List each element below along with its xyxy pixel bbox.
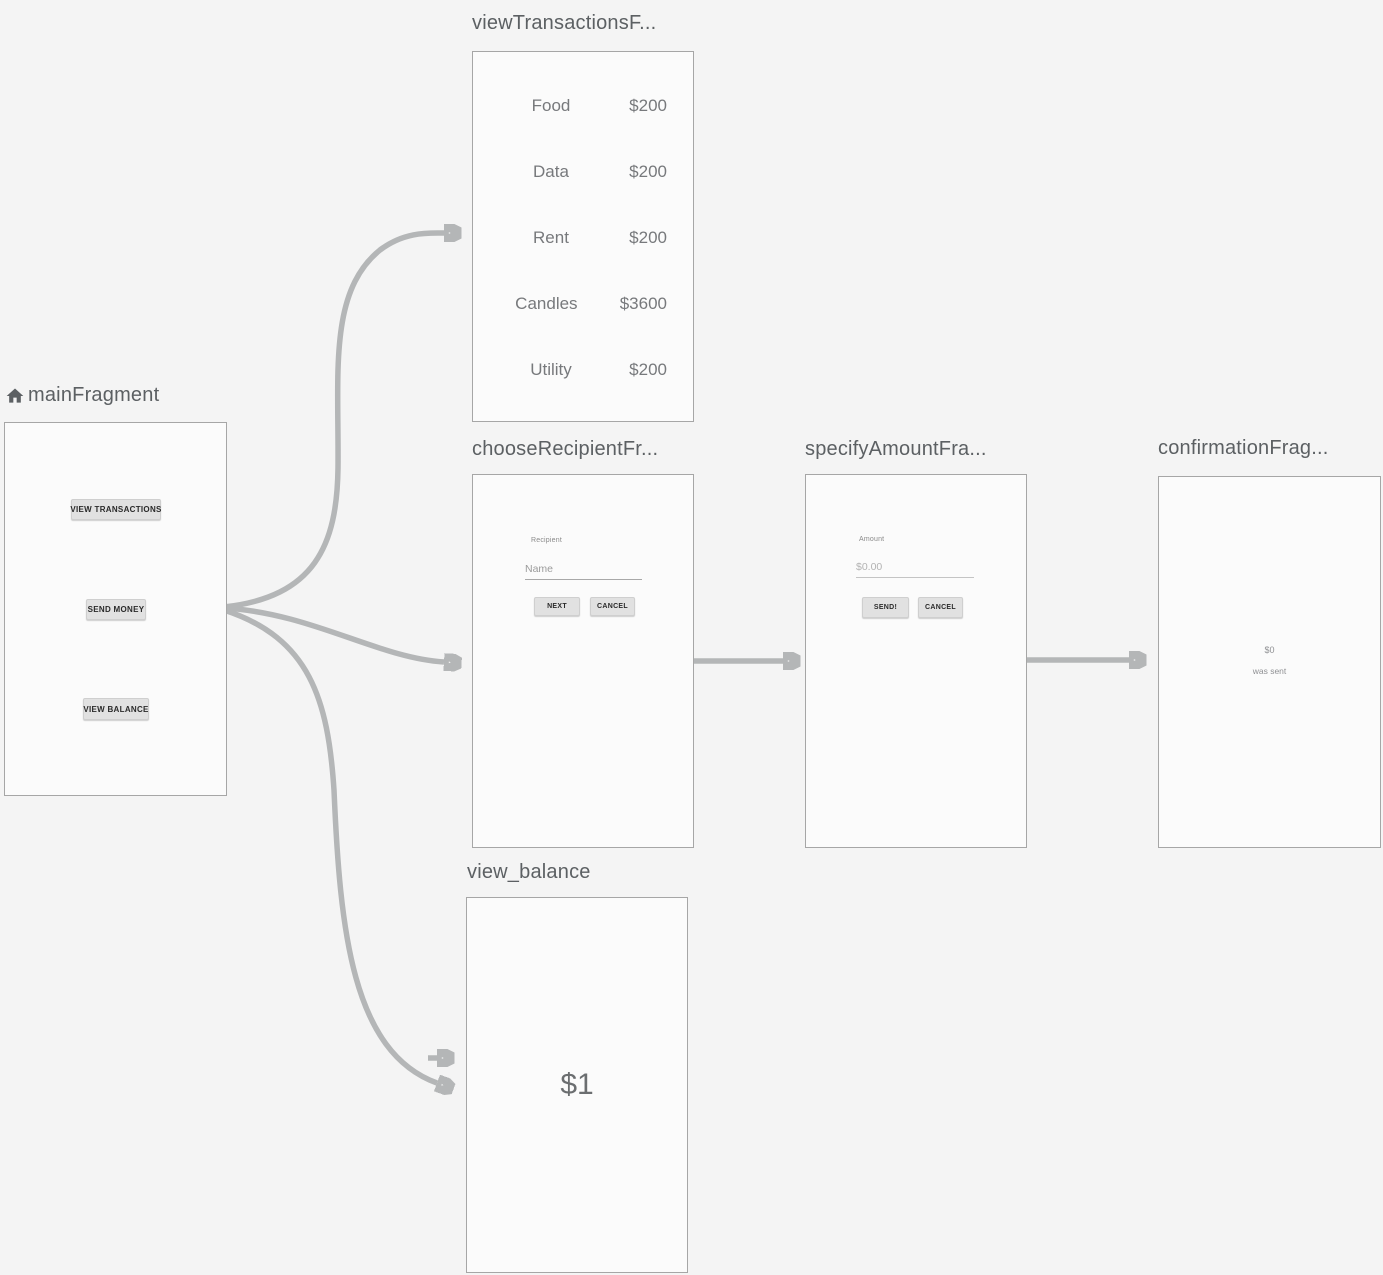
- transaction-row: Data $200: [473, 139, 693, 205]
- transaction-label: Rent: [533, 228, 569, 247]
- transactions-list: Food $200 Data $200 Rent $200 Candles $3…: [473, 52, 693, 423]
- amount-field-label: Amount: [859, 536, 885, 543]
- choose-recipient-fragment-panel[interactable]: Recipient Name NEXT CANCEL: [472, 474, 694, 848]
- choose-recipient-fragment-title: chooseRecipientFr...: [472, 438, 659, 460]
- main-fragment-panel[interactable]: VIEW TRANSACTIONS SEND MONEY VIEW BALANC…: [4, 422, 227, 796]
- recipient-name-input: Name: [525, 563, 554, 575]
- transaction-label: Utility: [530, 360, 572, 379]
- transaction-amount: $200: [629, 162, 667, 181]
- view-transactions-fragment-title: viewTransactionsF...: [472, 12, 657, 34]
- view-balance-fragment-title: view_balance: [467, 861, 591, 883]
- transaction-amount: $3600: [619, 294, 667, 313]
- amount-input: $0.00: [856, 561, 883, 573]
- next-button: NEXT: [534, 597, 580, 616]
- transaction-label: Candles: [515, 294, 578, 313]
- send-money-button: SEND MONEY: [86, 599, 146, 620]
- view-balance-button: VIEW BALANCE: [83, 698, 149, 720]
- specify-amount-fragment-panel[interactable]: Amount $0.00 SEND! CANCEL: [805, 474, 1027, 848]
- transaction-label: Data: [533, 162, 569, 181]
- confirmation-caption-text: was sent: [1252, 666, 1287, 676]
- balance-amount-text: $1: [560, 1068, 594, 1101]
- transaction-row: Rent $200: [473, 205, 693, 271]
- edge-main-to-view-balance[interactable]: [223, 607, 437, 1083]
- home-icon: [5, 386, 25, 406]
- recipient-input-underline: [525, 579, 642, 580]
- send-button: SEND!: [862, 597, 909, 618]
- edge-main-to-choose-recipient[interactable]: [223, 605, 444, 662]
- transaction-amount: $200: [629, 228, 667, 247]
- view-transactions-button: VIEW TRANSACTIONS: [70, 499, 161, 520]
- main-fragment-title: mainFragment: [5, 384, 159, 407]
- cancel-button: CANCEL: [590, 597, 635, 616]
- transaction-row: Candles $3600: [473, 271, 693, 337]
- view-transactions-fragment-panel[interactable]: Food $200 Data $200 Rent $200 Candles $3…: [472, 51, 694, 422]
- transaction-label: Food: [531, 96, 571, 115]
- confirmation-amount-text: $0: [1264, 645, 1275, 655]
- cancel-button: CANCEL: [918, 597, 963, 618]
- confirmation-fragment-panel[interactable]: $0 was sent: [1158, 476, 1381, 848]
- confirmation-fragment-title: confirmationFrag...: [1158, 437, 1329, 459]
- specify-amount-fragment-title: specifyAmountFra...: [805, 438, 987, 460]
- recipient-field-label: Recipient: [531, 537, 562, 544]
- main-fragment-title-label: mainFragment: [28, 384, 160, 406]
- transaction-row: Utility $200: [473, 337, 693, 403]
- transaction-row: Food $200: [473, 73, 693, 139]
- transaction-amount: $200: [629, 360, 667, 379]
- view-balance-fragment-panel[interactable]: $1: [466, 897, 688, 1273]
- transaction-amount: $200: [629, 96, 667, 115]
- amount-input-underline: [856, 577, 974, 578]
- edge-main-to-view-transactions[interactable]: [223, 233, 444, 610]
